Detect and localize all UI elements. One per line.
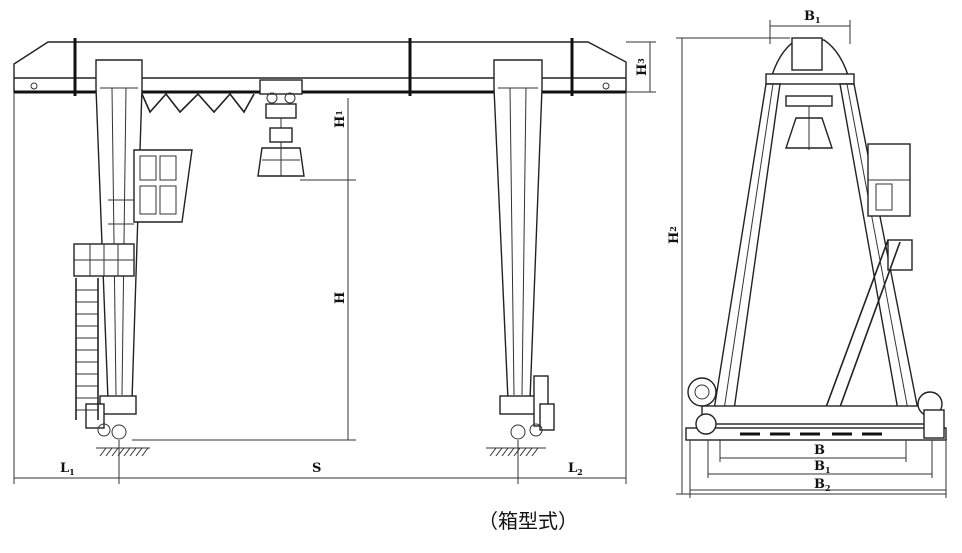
cable-festoon [141, 92, 255, 114]
dim-h: H [333, 292, 348, 304]
dim-l2: L2 [568, 461, 583, 477]
trolley [259, 79, 303, 128]
figure-caption: （箱型式） [478, 509, 578, 533]
dim-h3: H3 [635, 58, 650, 76]
dim-h2: H2 [667, 226, 682, 244]
right-leg [493, 59, 543, 401]
dim-b: B [814, 443, 825, 458]
left-ground-hatch [99, 447, 149, 457]
grab-bucket [257, 127, 305, 177]
dim-l1: L1 [60, 461, 75, 477]
front-elevation: L1 S L2 H H1 H3 [13, 38, 656, 484]
operator-cab [108, 149, 193, 225]
dim-b-second: B2 [814, 477, 831, 493]
side-left-leg [713, 83, 781, 411]
dim-b1: B1 [804, 9, 821, 25]
left-leg [95, 59, 143, 401]
dim-h1: H1 [333, 110, 348, 128]
side-dimension-lines [676, 20, 947, 498]
right-ground-hatch [489, 447, 539, 457]
side-elevation: B1 H2 B B1 B2 [667, 9, 947, 498]
dim-b-first: B1 [814, 459, 831, 475]
ladder [73, 243, 135, 420]
dim-s: S [312, 461, 321, 476]
front-dimension-lines [13, 41, 656, 484]
